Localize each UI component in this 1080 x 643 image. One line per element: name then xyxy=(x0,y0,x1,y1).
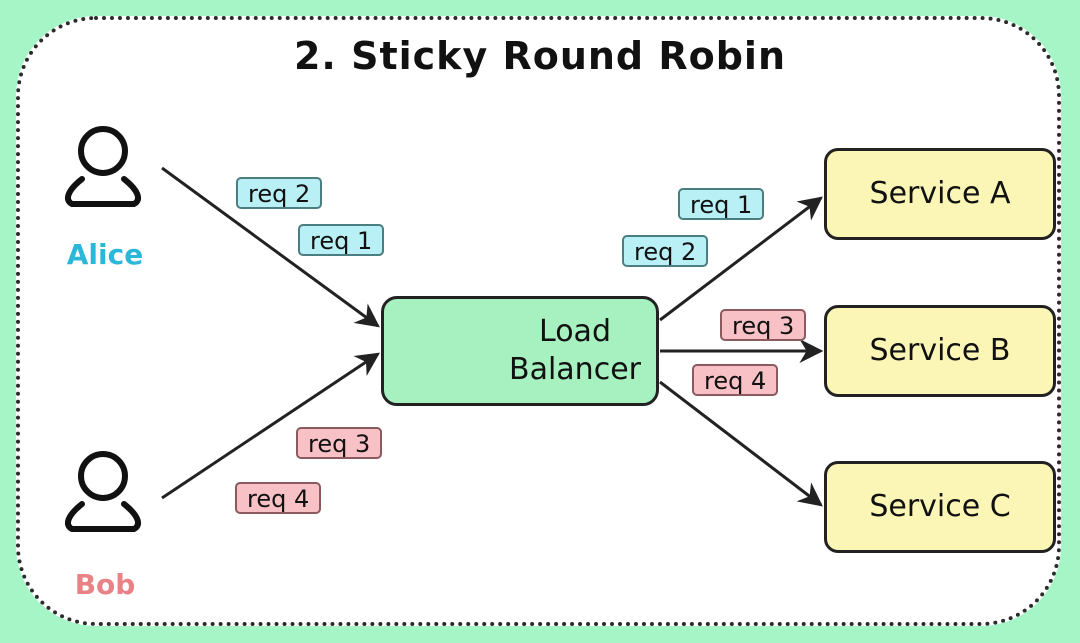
client-label-alice: Alice xyxy=(66,238,144,271)
service-c-node: Service C xyxy=(824,461,1056,553)
request-tag: req 4 xyxy=(235,482,322,514)
arrow-alice-to-lb xyxy=(161,166,380,328)
arrow-lb-to-service-a xyxy=(659,196,823,322)
arrow-bob-to-lb xyxy=(161,352,380,500)
request-tag: req 4 xyxy=(692,364,779,396)
request-tag: req 3 xyxy=(296,427,383,459)
user-icon xyxy=(64,451,142,532)
service-a-node: Service A xyxy=(824,148,1056,240)
diagram-title: 2. Sticky Round Robin xyxy=(293,34,786,78)
request-tag: req 1 xyxy=(678,188,765,220)
request-tag: req 1 xyxy=(298,224,385,256)
user-icon xyxy=(64,126,142,207)
request-tag: req 3 xyxy=(720,309,807,341)
load-balancer-node: Load Balancer xyxy=(381,296,659,406)
load-balancer-label-line1: Load xyxy=(539,314,611,349)
load-balancer-label: Load Balancer xyxy=(500,313,650,389)
arrow-lb-to-service-c xyxy=(659,380,823,507)
request-tag: req 2 xyxy=(236,177,323,209)
load-balancer-label-line2: Balancer xyxy=(509,352,641,387)
client-label-bob: Bob xyxy=(74,568,136,601)
request-tag: req 2 xyxy=(622,235,709,267)
service-b-node: Service B xyxy=(824,305,1056,397)
